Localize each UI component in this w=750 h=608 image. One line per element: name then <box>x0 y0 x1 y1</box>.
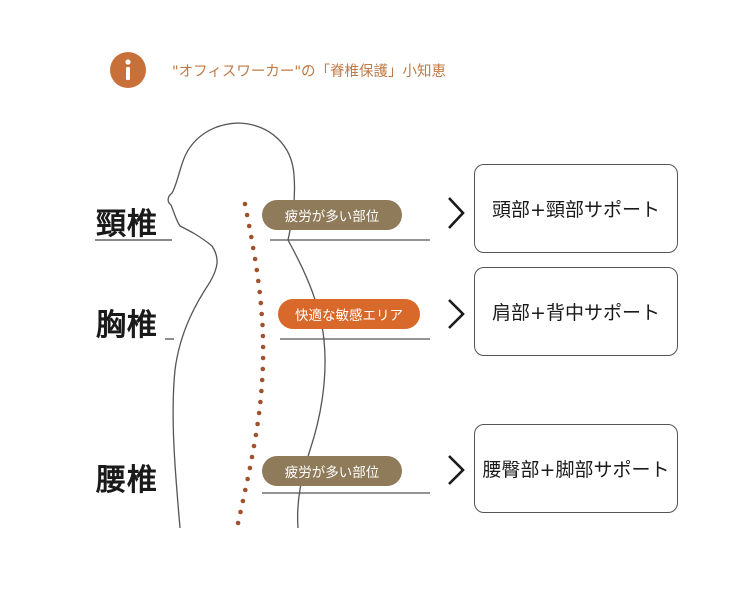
spine-dot <box>255 278 261 284</box>
spine-dot <box>255 421 260 427</box>
support-card-shoulder-back: 肩部+背中サポート <box>474 267 678 356</box>
spine-dot <box>247 465 253 471</box>
support-card-waist-leg: 腰臀部+脚部サポート <box>474 424 678 513</box>
spine-dot <box>238 509 243 515</box>
spine-dot <box>246 223 252 229</box>
support-card-label: 腰臀部+脚部サポート <box>482 459 670 481</box>
spine-dot <box>254 267 260 273</box>
spine-dot <box>258 300 264 306</box>
chevron-right-icon <box>448 197 465 229</box>
fatigue-badge-cervical: 疲労が多い部位 <box>262 200 402 230</box>
info-icon <box>110 52 146 88</box>
spine-dot <box>257 289 263 295</box>
body-silhouette <box>167 122 326 529</box>
support-card-label: 肩部+背中サポート <box>492 302 660 324</box>
spine-dot <box>244 212 250 218</box>
spine-dot <box>260 366 266 372</box>
support-card-head-neck: 頭部+頸部サポート <box>474 164 678 253</box>
spine-dot <box>260 344 266 350</box>
chevron-right-icon <box>448 299 465 329</box>
page-title: "オフィスワーカー"の「脊椎保護」小知恵 <box>172 64 447 80</box>
support-card-label: 頭部+頸部サポート <box>492 199 660 221</box>
spine-dot <box>259 311 265 317</box>
spine-dot <box>260 333 266 339</box>
fatigue-badge-lumbar: 疲労が多い部位 <box>262 456 402 486</box>
spine-dot <box>249 234 254 240</box>
spine-dot <box>249 454 255 460</box>
spine-dot <box>242 201 248 207</box>
spine-dot <box>245 476 250 482</box>
spine-dot <box>260 322 265 328</box>
region-label-lumbar: 腰椎 <box>96 463 158 498</box>
spine-dot <box>260 355 266 361</box>
spine-dotted-line <box>235 201 266 526</box>
spine-dot <box>240 498 246 504</box>
spine-dot <box>259 388 264 394</box>
region-label-thoracic: 胸椎 <box>96 308 158 343</box>
spine-dot <box>243 487 248 493</box>
spine-dot <box>259 377 265 383</box>
spine-dot <box>258 399 263 405</box>
region-label-cervical: 頸椎 <box>96 207 158 242</box>
spine-dot <box>253 432 259 438</box>
spine-dot <box>256 410 262 416</box>
spine-dot <box>235 520 241 526</box>
chevron-right-icon <box>448 455 465 485</box>
comfort-badge-thoracic: 快適な敏感エリア <box>278 299 420 329</box>
spine-dot <box>251 443 257 449</box>
spine-dot <box>252 256 258 262</box>
spine-dot <box>250 245 256 251</box>
